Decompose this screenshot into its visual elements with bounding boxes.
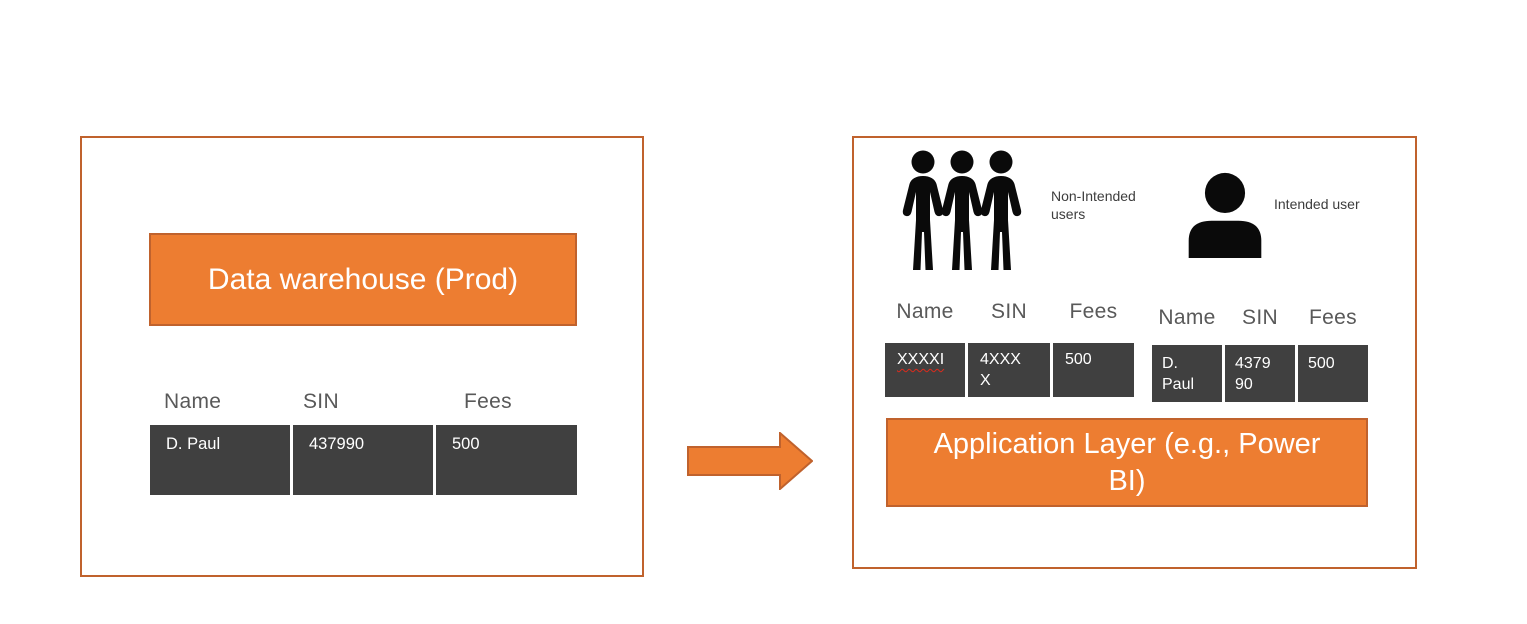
data-warehouse-title: Data warehouse (Prod) <box>207 262 519 296</box>
masked-cell-sin: 4XXX X <box>968 343 1050 397</box>
prod-cell-fees: 500 <box>436 425 577 495</box>
masked-table-header-fees: Fees <box>1069 300 1118 323</box>
data-warehouse-panel: Data warehouse (Prod) Name SIN Fees D. P… <box>80 136 644 577</box>
non-intended-users-label: Non-Intended users <box>1051 188 1136 222</box>
application-layer-title: Application Layer (e.g., Power BI) <box>933 428 1321 497</box>
intended-cell-sin: 4379 90 <box>1225 345 1295 402</box>
prod-cell-sin: 437990 <box>293 425 433 495</box>
intended-table-header-row: Name SIN Fees <box>1152 306 1368 330</box>
data-warehouse-box: Data warehouse (Prod) <box>149 233 577 326</box>
prod-table-header-sin: SIN <box>303 390 339 413</box>
masked-table-header-name: Name <box>896 300 954 323</box>
intended-table-row: D. Paul 4379 90 500 <box>1152 345 1368 402</box>
intended-table-header-fees: Fees <box>1309 306 1357 329</box>
application-panel: Non-Intended users Intended user Name SI… <box>852 136 1417 569</box>
masked-cell-fees: 500 <box>1053 343 1134 397</box>
intended-cell-fees: 500 <box>1298 345 1368 402</box>
intended-table-header-sin: SIN <box>1242 306 1278 329</box>
masked-table-header-row: Name SIN Fees <box>885 300 1134 324</box>
prod-table-row: D. Paul 437990 500 <box>150 425 577 495</box>
prod-table-header-fees: Fees <box>464 390 512 413</box>
prod-table-header-name: Name <box>164 390 222 413</box>
masked-table-header-sin: SIN <box>991 300 1027 323</box>
intended-cell-name: D. Paul <box>1152 345 1222 402</box>
application-layer-box: Application Layer (e.g., Power BI) <box>886 418 1368 507</box>
intended-table-header-name: Name <box>1158 306 1216 329</box>
prod-cell-name: D. Paul <box>150 425 290 495</box>
masked-table-row: XXXXI 4XXX X 500 <box>885 343 1134 397</box>
masked-cell-name: XXXXI <box>885 343 965 397</box>
person-bust-icon <box>1188 172 1262 258</box>
intended-user-label: Intended user <box>1274 196 1360 212</box>
prod-table-header-row: Name SIN Fees <box>150 390 577 414</box>
masked-name-value: XXXXI <box>897 351 945 368</box>
right-arrow-icon <box>687 432 813 490</box>
three-people-icon <box>902 150 1022 270</box>
